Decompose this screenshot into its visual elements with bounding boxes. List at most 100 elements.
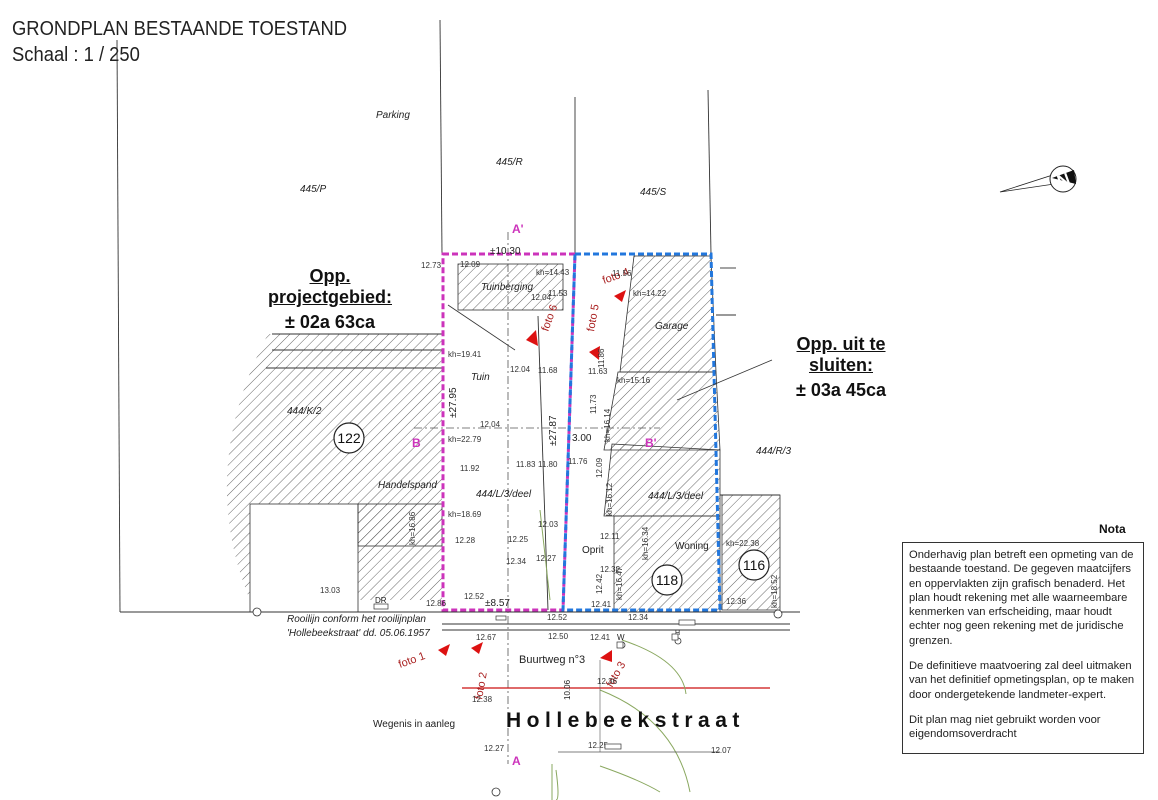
spot-level: 12.04 xyxy=(510,365,531,374)
section-b-right: B' xyxy=(645,436,657,450)
dim-300: 3.00 xyxy=(572,433,592,444)
spot-level: 11.80 xyxy=(538,460,558,469)
house-number-118: 118 xyxy=(656,572,679,588)
house-number-116: 116 xyxy=(743,557,766,573)
svg-text:N: N xyxy=(1055,169,1073,191)
spot-level: 12.27 xyxy=(484,744,505,753)
label-tuinberging: Tuinberging xyxy=(481,282,534,293)
spot-level: 12.52 xyxy=(464,592,485,601)
label-woning: Woning xyxy=(675,541,709,552)
spot-level: 12.41 xyxy=(590,633,611,642)
spot-level: 12.34 xyxy=(628,613,649,622)
height-kh: kh=16.34 xyxy=(641,526,650,560)
exclude-boundary xyxy=(561,252,722,612)
height-kh: kh=16.12 xyxy=(605,482,614,516)
height-kh: kh=16.86 xyxy=(408,511,417,545)
spot-level: 13.03 xyxy=(320,586,341,595)
spot-level: 11.86 xyxy=(597,348,606,368)
woning xyxy=(613,515,721,613)
dim-1006: 10.06 xyxy=(563,679,572,700)
label-rooilijn-1: Rooilijn conform het rooilijnplan xyxy=(287,614,426,625)
height-kh: kh=22.38 xyxy=(726,539,760,548)
label-w: W xyxy=(617,633,625,642)
spot-level: 12.38 xyxy=(472,695,493,704)
label-handelspand: Handelspand xyxy=(378,480,437,491)
spot-level: 12.09 xyxy=(460,260,481,269)
spot-level: 12.07 xyxy=(711,746,732,755)
spot-level: 11.92 xyxy=(460,464,480,473)
photo-5-label: foto 5 xyxy=(585,303,602,332)
spot-level: 12.41 xyxy=(591,600,612,609)
tuinberging xyxy=(457,263,564,311)
label-tuin: Tuin xyxy=(471,372,490,383)
house-number-122: 122 xyxy=(337,430,361,446)
north-arrow-icon: N xyxy=(999,165,1077,193)
label-rooilijn-2: 'Hollebeekstraat' dd. 05.06.1957 xyxy=(287,628,430,639)
photo-arrows xyxy=(438,290,626,662)
street-name: Hollebeekstraat xyxy=(506,709,745,732)
garage xyxy=(619,255,717,373)
spot-level: 11.76 xyxy=(568,457,588,466)
parcel-445S: 445/S xyxy=(640,187,666,198)
photo-1-label: foto 1 xyxy=(397,650,427,671)
section-a-bottom: A xyxy=(512,754,521,768)
height-kh: kh=14.43 xyxy=(536,268,570,277)
spot-level: 12.86 xyxy=(426,599,447,608)
parcel-444R3: 444/R/3 xyxy=(756,446,791,457)
nota-paragraph-2: De definitieve maatvoering zal deel uitm… xyxy=(909,660,1135,701)
leader-project xyxy=(447,304,516,351)
house-number-circles xyxy=(333,422,770,596)
area-project-value: ± 02a 63ca xyxy=(285,312,375,332)
label-oprit: Oprit xyxy=(582,545,604,556)
spot-level: 12.50 xyxy=(548,632,569,641)
spot-level: 12.32 xyxy=(600,565,621,574)
height-kh: kh=15.16 xyxy=(617,376,651,385)
nota-box: Onderhavig plan betreft een opmeting van… xyxy=(902,542,1144,754)
dim-width-bottom: ±8.57 xyxy=(485,598,510,609)
spot-level: 12.27 xyxy=(536,554,557,563)
spot-level: 12.34 xyxy=(506,557,527,566)
area-project: Opp. projectgebied: ± 02a 63ca xyxy=(254,266,406,333)
height-kh: kh=22.79 xyxy=(448,435,482,444)
section-a-top: A' xyxy=(512,222,524,236)
spot-level: 11.73 xyxy=(589,394,598,414)
height-kh: kh=16.47 xyxy=(615,566,624,600)
leader-exclude xyxy=(676,359,773,401)
spot-level: 12.36 xyxy=(597,677,618,686)
section-b-left: B xyxy=(412,436,421,450)
label-buurtweg: Buurtweg n°3 xyxy=(519,654,585,666)
spot-level: 11.68 xyxy=(538,366,558,375)
dim-depth-right: ±27.87 xyxy=(548,415,559,446)
spot-level: 12.04 xyxy=(480,420,501,429)
area-exclude-value: ± 03a 45ca xyxy=(796,380,886,400)
spot-level: 12.03 xyxy=(538,520,559,529)
parcel-444L3-left: 444/L/3/deel xyxy=(476,489,532,500)
parcel-445R: 445/R xyxy=(496,157,523,168)
height-kh: kh=16.14 xyxy=(603,408,612,442)
spot-level: 11.56 xyxy=(612,269,632,278)
parcel-445P: 445/P xyxy=(300,184,326,195)
spot-level: 12.73 xyxy=(421,261,442,270)
area-exclude: Opp. uit te sluiten: ± 03a 45ca xyxy=(768,334,914,401)
height-kh: kh=18.69 xyxy=(448,510,482,519)
spot-level: 11.63 xyxy=(588,367,608,376)
height-kh: kh=18.52 xyxy=(770,574,779,608)
label-h: H xyxy=(675,630,680,637)
plan-scale: Schaal : 1 / 250 xyxy=(12,44,140,66)
label-parking: Parking xyxy=(376,110,410,121)
spot-level: 12.52 xyxy=(547,613,568,622)
spot-level: 12.36 xyxy=(726,597,747,606)
height-kh: kh=14.22 xyxy=(633,289,667,298)
spot-level: 12.28 xyxy=(455,536,476,545)
spot-level: 12.25 xyxy=(508,535,529,544)
label-dr: DR xyxy=(375,596,387,605)
area-exclude-label: Opp. uit te sluiten: xyxy=(796,334,886,375)
label-garage: Garage xyxy=(655,321,689,332)
spot-level: 12.11 xyxy=(600,532,620,541)
nota-paragraph-3: Dit plan mag niet gebruikt worden voor e… xyxy=(909,713,1101,741)
spot-level: 12.67 xyxy=(476,633,497,642)
building-122-inner xyxy=(249,503,359,613)
spot-level: 12.42 xyxy=(595,573,604,594)
oprit-line xyxy=(539,509,551,601)
road-curbs xyxy=(551,639,691,800)
